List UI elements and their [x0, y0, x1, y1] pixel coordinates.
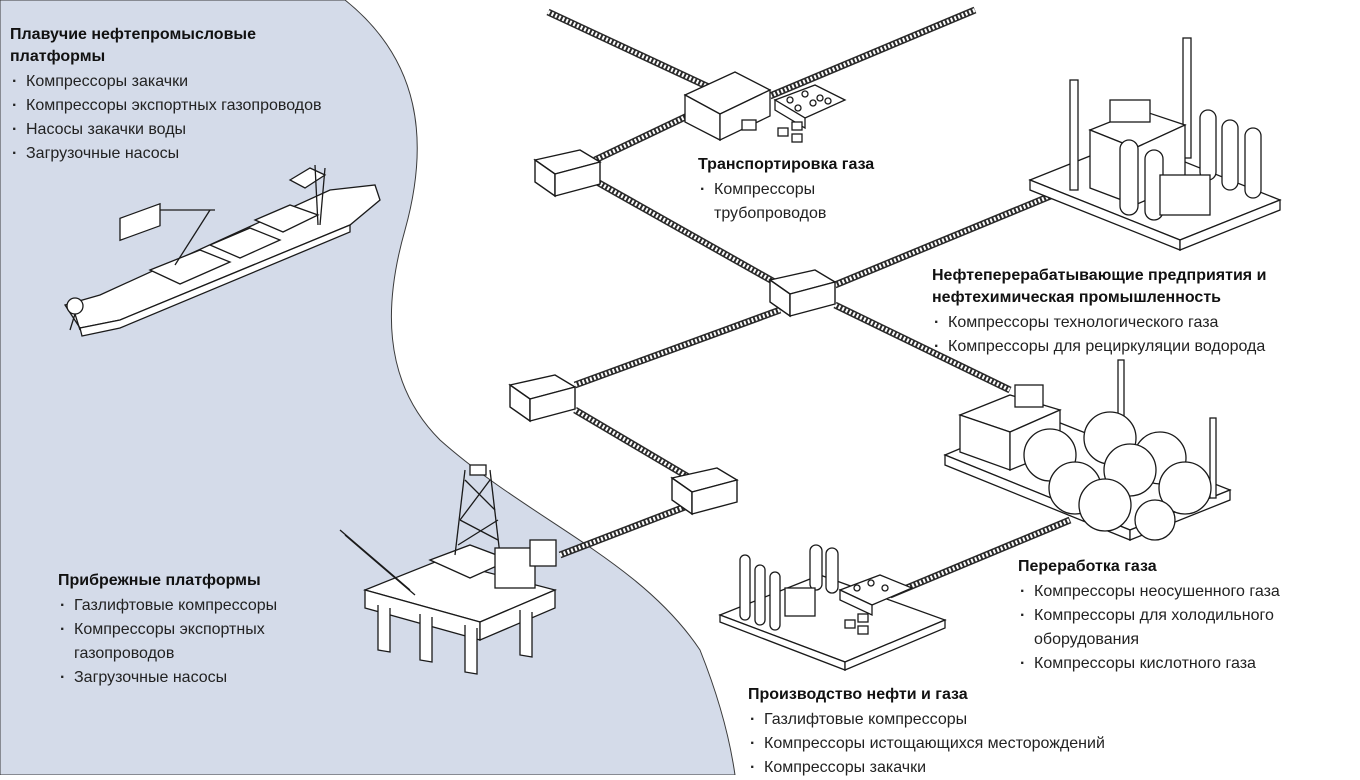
gas-transport-list: Компрессоры трубопроводов [698, 178, 898, 226]
gas-processing-title: Переработка газа [1018, 558, 1157, 575]
fpso-ship-icon [63, 164, 381, 337]
offshore-platforms-list: Газлифтовые компрессоры Компрессоры эксп… [58, 594, 358, 690]
list-item: Компрессоры трубопроводов [698, 178, 898, 226]
offshore-platforms-title: Прибрежные платформы [58, 572, 261, 589]
list-item: Компрессоры кислотного газа [1018, 652, 1358, 676]
refinery-block: Нефтеперерабатывающие предприятия и нефт… [932, 265, 1352, 359]
gas-processing-icon [943, 359, 1232, 541]
refinery-list: Компрессоры технологического газа Компре… [932, 311, 1352, 359]
gas-transport-title: Транспортировка газа [698, 156, 875, 173]
list-item: Компрессоры для рециркуляции водорода [932, 335, 1352, 359]
list-item: Загрузочные насосы [10, 142, 340, 166]
pipeline-icon [546, 8, 730, 100]
list-item: Компрессоры для холодильного оборудовани… [1018, 604, 1358, 652]
list-item: Компрессоры закачки [10, 70, 340, 94]
pipeline-network [546, 6, 1072, 599]
list-item: Компрессоры истощающихся месторождений [748, 732, 1208, 756]
production-list: Газлифтовые компрессоры Компрессоры исто… [748, 708, 1208, 780]
refinery-icon [1028, 37, 1282, 251]
list-item: Газлифтовые компрессоры [748, 708, 1208, 732]
offshore-rig-icon [339, 464, 558, 675]
gas-transport-station-icon [683, 71, 847, 143]
offshore-platforms-block: Прибрежные платформы Газлифтовые компрес… [58, 570, 358, 690]
floating-platforms-block: Плавучие нефтепромысловые платформы Комп… [10, 24, 340, 166]
production-title: Производство нефти и газа [748, 686, 968, 703]
refinery-title: Нефтеперерабатывающие предприятия и нефт… [932, 267, 1267, 306]
list-item: Компрессоры неосушенного газа [1018, 580, 1358, 604]
list-item: Насосы закачки воды [10, 118, 340, 142]
gas-processing-block: Переработка газа Компрессоры неосушенног… [1018, 556, 1358, 676]
list-item: Загрузочные насосы [58, 666, 358, 690]
sea-area [0, 0, 736, 775]
production-block: Производство нефти и газа Газлифтовые ко… [748, 684, 1208, 780]
list-item: Компрессоры технологического газа [932, 311, 1352, 335]
list-item: Компрессоры экспортных газопроводов [10, 94, 340, 118]
floating-platforms-title: Плавучие нефтепромысловые платформы [10, 26, 256, 65]
gas-processing-list: Компрессоры неосушенного газа Компрессор… [1018, 580, 1358, 676]
floating-platforms-list: Компрессоры закачки Компрессоры экспортн… [10, 70, 340, 166]
compressor-station-icon [508, 149, 837, 516]
list-item: Компрессоры экспортных газопроводов [58, 618, 358, 666]
list-item: Компрессоры закачки [748, 756, 1208, 780]
gas-transport-block: Транспортировка газа Компрессоры трубопр… [698, 154, 898, 226]
oil-gas-production-icon [718, 544, 947, 671]
list-item: Газлифтовые компрессоры [58, 594, 358, 618]
